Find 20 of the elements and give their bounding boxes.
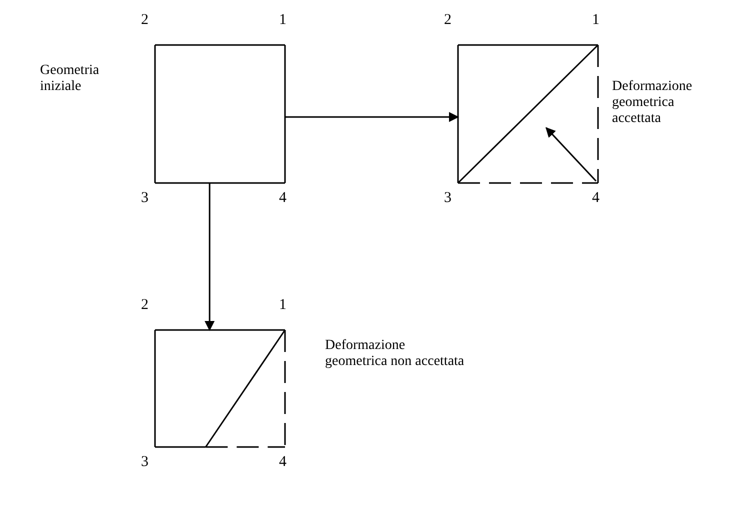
- caption-text: Deformazione geometrica non accettata: [325, 338, 465, 370]
- corner-number: 4: [279, 190, 286, 206]
- square-outline-drawing: [155, 45, 285, 183]
- corner-number: 3: [141, 454, 148, 470]
- arrow: [204, 183, 215, 331]
- caption-text: Deformazione geometrica accettata: [612, 79, 694, 127]
- corner-number: 1: [279, 12, 286, 28]
- square-outline-drawing: [458, 45, 598, 183]
- corner-number: 2: [141, 12, 148, 28]
- corner-number: 2: [141, 297, 148, 313]
- square-outline-drawing: [155, 330, 285, 447]
- corner-number: 3: [444, 190, 452, 206]
- corner-number: 1: [592, 12, 600, 28]
- corner-number: 2: [444, 12, 452, 28]
- corner-number: 4: [592, 190, 600, 206]
- corner-number: 3: [141, 190, 148, 206]
- corner-number: 4: [279, 454, 286, 470]
- corner-number: 1: [279, 297, 286, 313]
- arrow: [285, 112, 459, 122]
- caption-text: Geometria iniziale: [40, 63, 100, 95]
